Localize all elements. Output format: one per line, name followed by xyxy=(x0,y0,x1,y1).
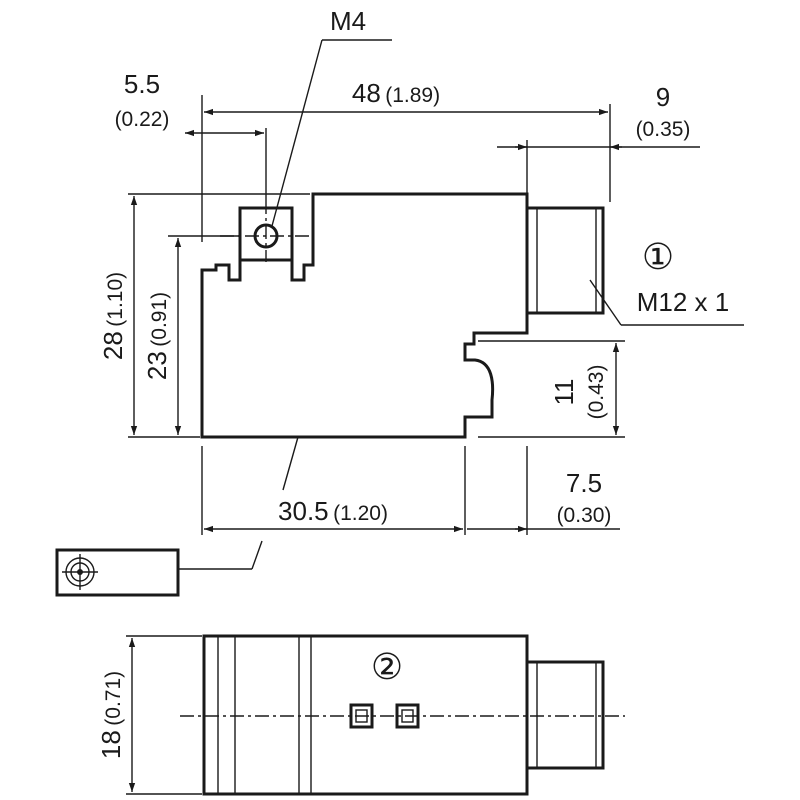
led-indicator-left xyxy=(349,703,374,729)
label-9: 9 xyxy=(656,82,670,112)
side-view: 18 (0.71) ② xyxy=(96,634,625,796)
svg-text:23 (0.91): 23 (0.91) xyxy=(142,292,172,380)
callout-1: ① xyxy=(642,236,674,277)
label-7-5-in: (0.30) xyxy=(557,504,612,527)
label-9-in: (0.35) xyxy=(636,118,691,141)
label-18: 18 xyxy=(96,730,126,759)
label-48: 48 xyxy=(352,78,381,108)
front-view: M4 48 (1.89) 5.5 (0.22) 9 (0.35) 28 (1.1… xyxy=(98,6,744,570)
label-30-5-in: (1.20) xyxy=(333,502,388,525)
label-48-in: (1.89) xyxy=(385,84,440,107)
side-body-outline xyxy=(202,634,529,796)
label-30-5: 30.5 xyxy=(278,496,329,526)
svg-text:28 (1.10): 28 (1.10) xyxy=(98,272,128,360)
label-m12: M12 x 1 xyxy=(637,287,730,317)
label-28-in: (1.10) xyxy=(104,272,127,327)
label-7-5: 7.5 xyxy=(566,468,602,498)
svg-text:48 (1.89): 48 (1.89) xyxy=(352,78,440,108)
led-indicator-right xyxy=(395,703,420,729)
label-18-in: (0.71) xyxy=(102,671,125,726)
label-28: 28 xyxy=(98,331,128,360)
label-11: 11 xyxy=(549,379,579,406)
label-23: 23 xyxy=(142,351,172,380)
callout-2: ② xyxy=(371,646,403,687)
label-5-5: 5.5 xyxy=(124,69,160,99)
label-5-5-in: (0.22) xyxy=(115,108,170,131)
side-connector xyxy=(525,660,605,770)
m12-connector xyxy=(525,206,605,315)
svg-text:18 (0.71): 18 (0.71) xyxy=(96,671,126,759)
label-23-in: (0.91) xyxy=(148,292,171,347)
svg-text:30.5 (1.20): 30.5 (1.20) xyxy=(278,496,388,526)
sensing-face-symbol xyxy=(55,548,180,597)
label-m4: M4 xyxy=(330,6,366,36)
label-11-in: (0.43) xyxy=(585,365,608,420)
sensor-body-outline xyxy=(200,192,529,439)
